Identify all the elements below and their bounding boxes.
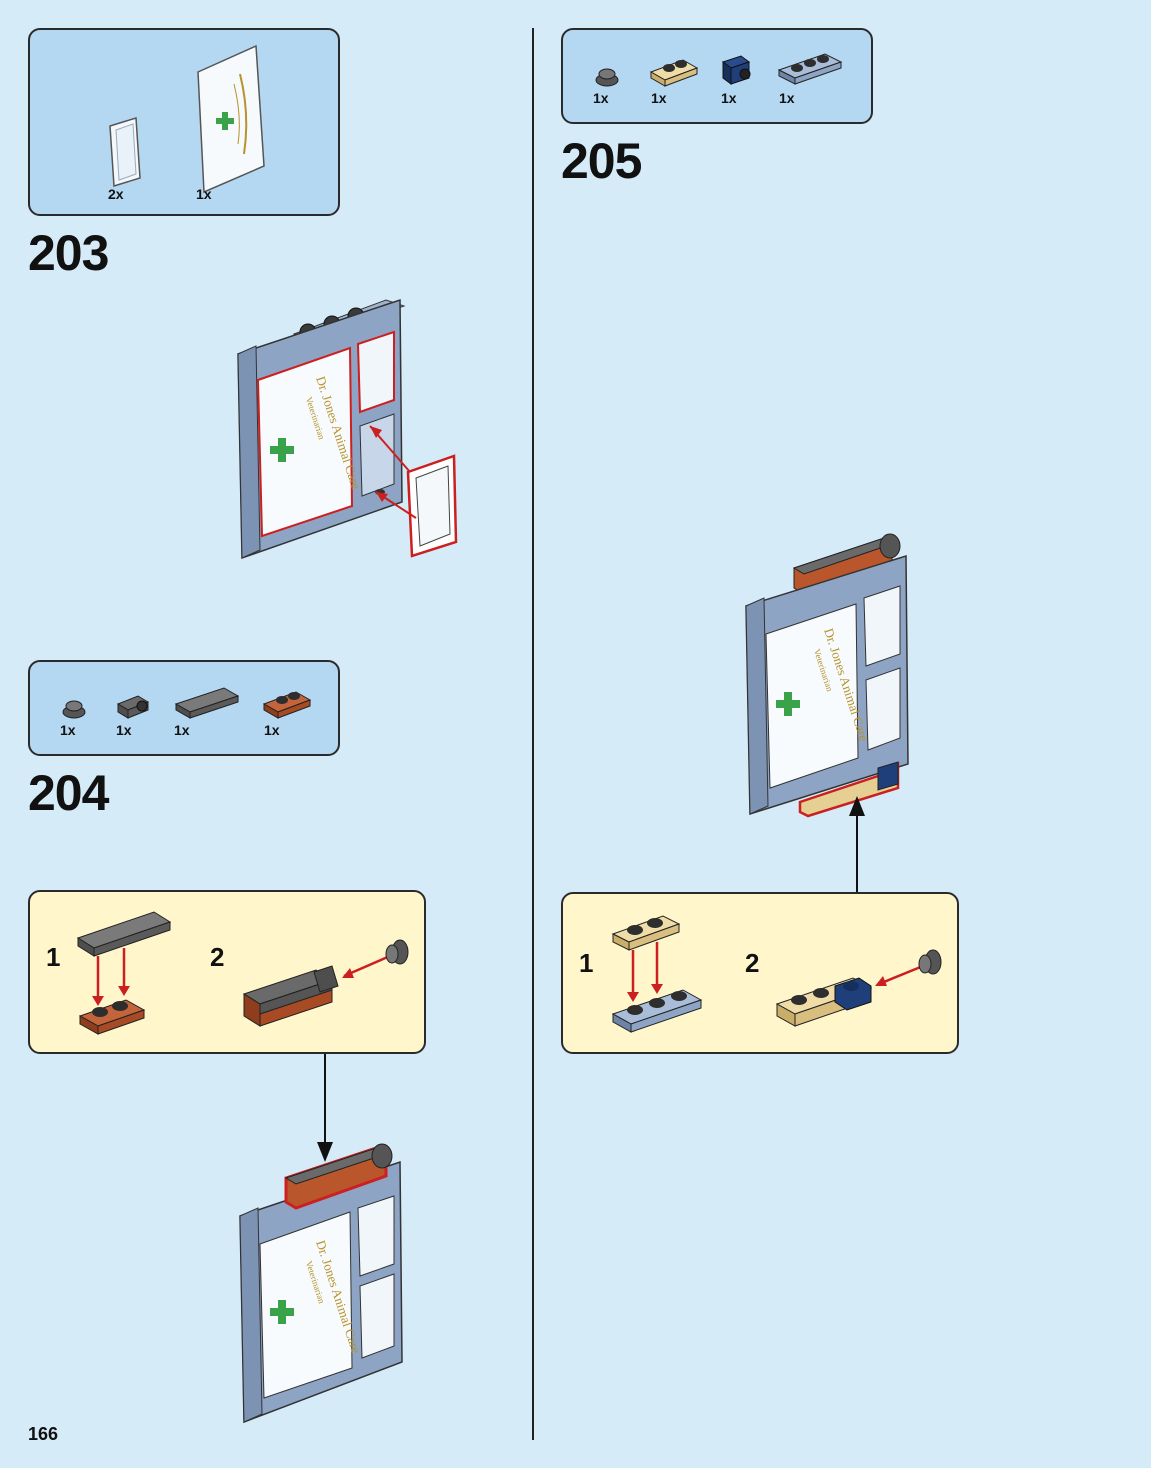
substep-2-add-round-plate [775, 944, 945, 1036]
step-203-window-assembly: Dr. Jones Animal Care Veterinarian [236, 296, 466, 556]
step-204-window-assembly: Dr. Jones Animal Care Veterinarian [236, 1140, 412, 1424]
part-qty: 1x [721, 90, 737, 106]
round-plate-dark-gray-icon [593, 64, 621, 88]
printed-glass-sign-icon [194, 44, 268, 194]
tile-1x4-dark-gray-icon [174, 686, 242, 720]
step-204-parts-box: 1x 1x 1x 1x [28, 660, 340, 756]
page-number: 166 [28, 1424, 58, 1445]
step-205-window-assembly: Dr. Jones Animal Care Veterinarian [744, 532, 912, 816]
step-number: 204 [28, 768, 108, 818]
substep-number: 1 [579, 950, 593, 976]
part-qty: 1x [264, 722, 280, 738]
plate-1x2-tan-icon [649, 56, 701, 88]
step-number: 205 [561, 136, 641, 186]
assembly-arrow [848, 796, 868, 894]
part-qty: 1x [779, 90, 795, 106]
clip-bracket-dark-gray-icon [116, 692, 152, 720]
step-204-subassembly-box: 1 2 [28, 890, 426, 1054]
column-divider [532, 28, 534, 1440]
substep-1-tan-on-sand-blue [609, 908, 709, 1034]
part-qty: 2x [108, 186, 124, 202]
part-qty: 1x [196, 186, 212, 202]
transparent-glass-pane-icon [106, 116, 146, 192]
part-qty: 1x [593, 90, 609, 106]
substep-2-add-round-plate [242, 936, 412, 1036]
substep-number: 2 [210, 944, 224, 970]
step-205-parts-box: 1x 1x 1x 1x [561, 28, 873, 124]
substep-number: 2 [745, 950, 759, 976]
part-qty: 1x [116, 722, 132, 738]
plate-1x2-reddish-brown-icon [262, 688, 314, 720]
round-plate-dark-gray-icon [60, 696, 88, 720]
part-qty: 1x [174, 722, 190, 738]
bracket-dark-blue-icon [719, 54, 755, 88]
step-number: 203 [28, 228, 108, 278]
substep-1-tile-on-plate [76, 910, 176, 1034]
plate-1x3-sand-blue-icon [777, 50, 845, 88]
step-205-subassembly-box: 1 2 [561, 892, 959, 1054]
step-203-parts-box: 2x 1x [28, 28, 340, 216]
substep-number: 1 [46, 944, 60, 970]
part-qty: 1x [60, 722, 76, 738]
part-qty: 1x [651, 90, 667, 106]
